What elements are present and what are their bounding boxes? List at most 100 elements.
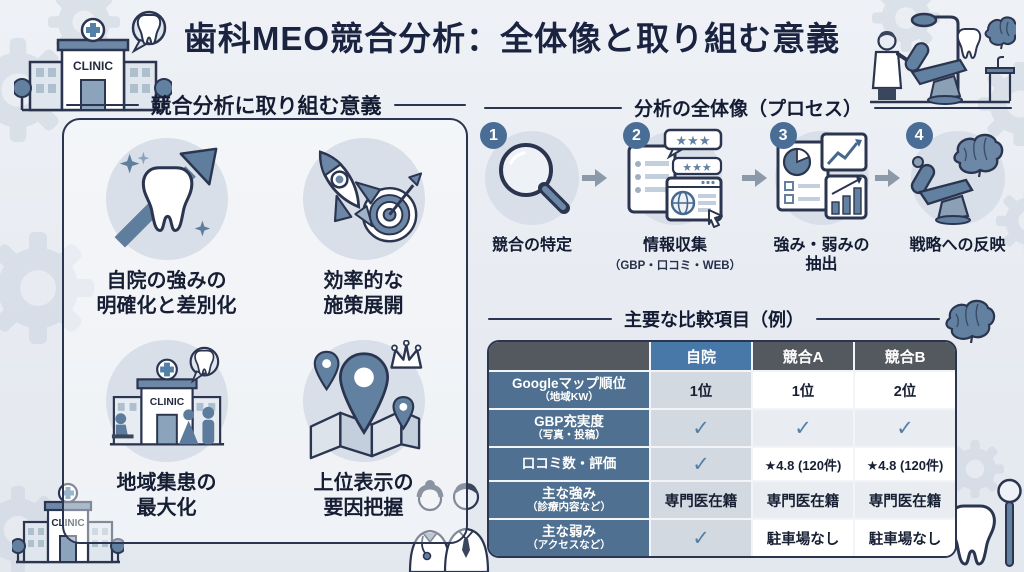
map-pin-icon [338, 352, 389, 436]
patient-seated-icon [111, 413, 134, 439]
title-rule [66, 104, 139, 106]
step-sublabel: （GBP・口コミ・WEB） [608, 260, 742, 273]
left-section-title: 競合分析に取り組む意義 [66, 90, 466, 120]
cell-b-map-rank: 2位 [893, 383, 917, 400]
brain-icon [952, 133, 1003, 178]
tooth-bubble-icon [189, 346, 219, 384]
step-label: 戦略への反映 [909, 237, 1006, 254]
benefit-label-line2: 要因把握 [323, 497, 404, 519]
benefit-item-ranking-factors: 上位表示の 要因把握 [265, 332, 462, 534]
tooth-growth-icon [114, 147, 217, 248]
row-header-map-rank: Googleマップ順位 （地域KW） [489, 372, 649, 408]
arrow-right-icon [875, 169, 901, 187]
benefit-item-differentiation: 自院の強みの 明確化と差別化 [68, 130, 265, 332]
row-label: 主な強み [542, 485, 596, 501]
clinic-sign-text: CLINIC [73, 59, 113, 73]
target-icon [361, 172, 422, 243]
benefit-label-line2: 最大化 [136, 497, 197, 519]
cell-own-map-rank: 1位 [689, 383, 713, 400]
row-label: Googleマップ順位 [512, 375, 626, 391]
benefit-label-line1: 自院の強みの [106, 270, 227, 292]
crown-icon [389, 340, 422, 369]
icon-circle [105, 138, 228, 260]
map-pin-icon [391, 395, 414, 431]
comparison-table: 自院 競合A 競合B Googleマップ順位 （地域KW） 1位 1位 2位 G… [487, 340, 957, 558]
cell-own-weaknesses: ✓ [692, 526, 710, 550]
row-header-weaknesses: 主な弱み （アクセスなど） [489, 520, 649, 556]
tooth-and-mirror-icon [948, 478, 1022, 567]
magnifier-icon [499, 143, 570, 214]
info-collection-icon: ★★★ ★★★ [627, 128, 723, 228]
table-corner-cell [489, 342, 649, 370]
line-chart-card-icon [820, 132, 868, 172]
cell-a-reviews: ★4.8 (120件) [764, 457, 842, 473]
row-header-strengths: 主な強み （診療内容など） [489, 482, 649, 518]
row-label: GBP充実度 [534, 413, 604, 429]
title-rule [393, 104, 466, 106]
process-step-1: 1 競合の特定 [480, 122, 582, 255]
benefit-label: 自院の強みの 明確化と差別化 [97, 269, 237, 319]
brain-icon [945, 299, 996, 344]
browser-globe-icon [665, 176, 723, 228]
row-sublabel: （診療内容など） [527, 501, 611, 514]
stars-text: ★★★ [675, 133, 710, 148]
title-rule [816, 318, 940, 320]
cell-a-strengths: 専門医在籍 [766, 493, 840, 510]
step-label-line1: 強み・弱みの [773, 237, 870, 254]
column-header-own-clinic: 自院 [651, 342, 751, 370]
review-bubble-icon: ★★★ [663, 128, 723, 160]
row-label: 口コミ数・評価 [521, 455, 617, 471]
comparison-section-title-text: 主要な比較項目（例） [624, 310, 804, 330]
page-title: 歯科MEO競合分析：全体像と取り組む意義 [183, 20, 841, 57]
icon-circle: CLINIC [105, 340, 228, 462]
pie-chart-card-icon [776, 140, 830, 212]
dentist-chair-icon [870, 12, 1016, 105]
process-step-3: 3 [768, 122, 875, 274]
title-rule [874, 106, 1013, 109]
dental-chair-icon [904, 42, 968, 105]
benefit-label-line2: 明確化と差別化 [96, 295, 237, 317]
map-pin-icon [313, 350, 340, 392]
cell-own-strengths: 専門医在籍 [664, 493, 738, 510]
rocket-target-icon [318, 150, 422, 243]
strategy-icon [910, 133, 1003, 225]
row-sublabel: （アクセスなど） [527, 539, 611, 552]
benefit-label: 効率的な 施策展開 [324, 269, 404, 319]
rocket-icon [318, 150, 381, 228]
dentist-person-icon [871, 31, 912, 100]
dental-mirror-icon [997, 478, 1022, 567]
cell-a-weaknesses: 駐車場なし [766, 531, 840, 548]
icon-circle [302, 138, 425, 260]
step-number-badge: 1 [480, 122, 507, 149]
benefit-label-line1: 効率的な [323, 270, 404, 292]
row-header-reviews: 口コミ数・評価 [489, 448, 649, 480]
benefit-label-line1: 地域集患の [116, 472, 217, 494]
cell-a-gbp: ✓ [794, 416, 812, 440]
benefit-item-efficiency: 効率的な 施策展開 [265, 130, 462, 332]
benefit-label-line1: 上位表示の [313, 472, 414, 494]
process-section-title: 分析の全体像（プロセス） [484, 94, 1013, 121]
step-label: 情報収集 [642, 237, 707, 254]
column-header-competitor-a: 競合A [753, 342, 853, 370]
cursor-icon [707, 209, 723, 228]
process-steps: 1 競合の特定 2 [480, 122, 1014, 274]
cell-a-map-rank: 1位 [791, 383, 815, 400]
title-rule [484, 106, 622, 109]
cell-own-gbp: ✓ [692, 416, 710, 440]
arrow-right-icon [741, 169, 767, 187]
arrow-right-icon [582, 169, 607, 187]
cell-own-reviews: ✓ [692, 452, 710, 476]
process-step-2: 2 ★★★ ★★★ [608, 122, 742, 273]
stars-text: ★★★ [682, 162, 712, 174]
benefit-label: 上位表示の 要因把握 [314, 471, 414, 521]
side-table-icon [985, 56, 1015, 101]
cell-b-strengths: 専門医在籍 [868, 493, 942, 510]
bar-chart-card-icon [824, 174, 868, 220]
review-bubble-icon: ★★★ [671, 156, 723, 176]
step-label: 強み・弱みの 抽出 [774, 236, 870, 274]
row-sublabel: （地域KW） [539, 391, 599, 404]
step-label-line2: 抽出 [805, 256, 838, 274]
clinic-sign-text: CLINIC [149, 397, 184, 408]
step-number-badge: 3 [769, 122, 797, 149]
